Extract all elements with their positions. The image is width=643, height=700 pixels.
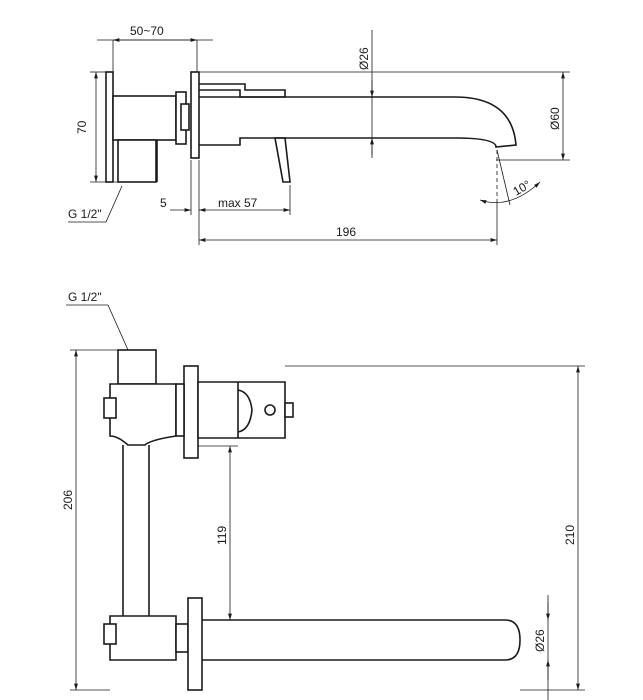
spout-front [202,619,521,661]
lower-housing [109,615,177,661]
upper-wall-plate [183,365,199,459]
valve-body [112,95,177,141]
dim-height: 70 [75,120,89,134]
dim-length: 196 [336,225,356,239]
dim-outlet-height: Ø60 [548,107,562,130]
dim-plate: 5 [160,196,167,210]
label-thread-front: G 1/2" [68,290,102,304]
front-view: 206 119 210 Ø26 G 1/2" [61,290,585,700]
inlet-connector [117,139,157,183]
dim-max: max 57 [218,196,258,210]
spout [199,96,517,148]
wall-plate [190,71,200,159]
handle-body [197,381,286,439]
handle-lever [274,137,291,183]
dim-total-height: 206 [61,490,75,510]
side-view: 50~70 70 Ø26 Ø60 5 max 57 196 10° [68,24,570,245]
dim-center: 119 [215,526,229,545]
dim-spout-dia-front: Ø26 [533,629,547,652]
dim-outer-height: 210 [563,525,577,545]
handle-screw [264,404,276,416]
upper-housing [109,383,177,446]
lower-wall-plate [187,597,203,691]
dim-depth-range: 50~70 [130,24,164,38]
dim-spout-dia: Ø26 [357,47,371,70]
top-inlet [117,349,157,385]
label-thread: G 1/2" [68,207,102,221]
vertical-pipe [122,445,150,616]
dim-angle: 10° [511,177,534,198]
mounting-frame [105,71,114,183]
